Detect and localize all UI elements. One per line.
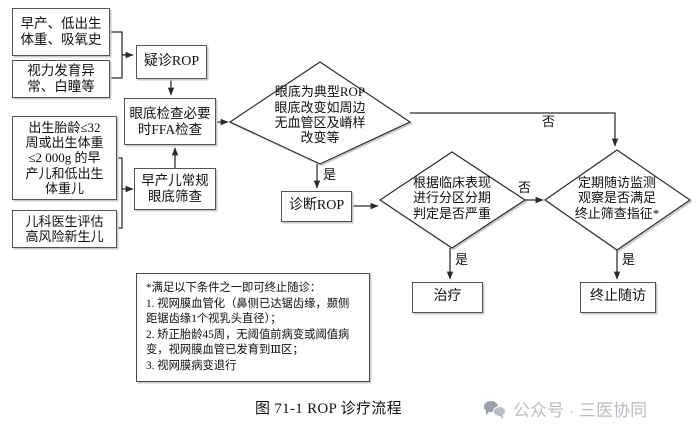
footnote-line-1: 1. 视网膜血管化（鼻侧已达锯齿缘，颞侧距锯齿缘1个视乳头直径）； [146, 297, 350, 326]
node-suspect-rop-label: 疑诊ROP [143, 53, 200, 69]
edge-label-typical-no-text: 否 [542, 114, 556, 129]
decision-severity-label: 根据临床表现 进行分区分期 判定是否严重 [385, 166, 519, 230]
wechat-watermark-text: 公众号 · 三医协同 [513, 401, 648, 420]
node-diagnose-rop: 诊断ROP [281, 191, 352, 222]
decision-typical-rop-label: 眼底为典型ROP 眼底改变如周边 无血管区及嵴样 改变等 [233, 74, 407, 156]
footnote-line-2: 2. 矫正胎龄45周，无阈值前病变或阈值病变，视网膜血管已发育到Ⅲ区； [146, 328, 350, 357]
node-pediatric-assess: 儿科医生评估 高风险新生儿 [12, 210, 117, 248]
edge-label-severity-no: 否 [518, 181, 531, 194]
decision-followup-shape [543, 149, 692, 251]
footnote-box: *满足以下条件之一即可终止随诊： 1. 视网膜血管化（鼻侧已达锯齿缘，颞侧距锯齿… [136, 273, 370, 382]
node-treatment-label: 治疗 [433, 289, 462, 305]
decision-typical-rop-text: 眼底为典型ROP 眼底改变如周边 无血管区及嵴样 改变等 [274, 84, 366, 146]
decision-followup-label: 定期随访监测 观察是否满足 终止筛查指征* [550, 166, 684, 230]
edge-bracket-upper [110, 31, 123, 79]
edge-label-followup-yes: 是 [622, 253, 635, 266]
node-vision-abnormal-label: 视力发育异 常、白瞳等 [27, 63, 95, 94]
node-diagnose-rop-label: 诊断ROP [288, 198, 345, 214]
node-suspect-rop: 疑诊ROP [136, 45, 207, 79]
node-vision-abnormal: 视力发育异 常、白瞳等 [12, 60, 110, 98]
node-gestational-criteria-label: 出生胎龄≤32 周或出生体重 ≤2 000g 的早 产儿和低出生 体重儿 [25, 119, 104, 196]
decision-typical-rop-shape [228, 61, 412, 165]
node-routine-screen: 早产儿常规 眼底筛查 [134, 168, 216, 210]
wechat-watermark: 公众号 · 三医协同 [484, 396, 647, 421]
edge-label-followup-yes-text: 是 [622, 252, 636, 267]
edge-label-severity-yes: 是 [455, 253, 468, 266]
edge-label-typical-no: 否 [542, 115, 555, 128]
edge-label-severity-no-text: 否 [518, 180, 532, 195]
node-treatment: 治疗 [412, 282, 483, 313]
figure-caption-text: 图 71-1 ROP 诊疗流程 [255, 401, 402, 417]
decision-severity-shape [378, 151, 527, 249]
node-gestational-criteria: 出生胎龄≤32 周或出生体重 ≤2 000g 的早 产儿和低出生 体重儿 [12, 116, 117, 200]
footnote-line-3: 3. 视网膜病变退行 [146, 359, 237, 372]
node-stop-followup: 终止随访 [580, 282, 656, 313]
wechat-bubbles-icon [484, 400, 506, 419]
node-pediatric-assess-label: 儿科医生评估 高风险新生儿 [25, 213, 104, 244]
edge-label-typical-yes-text: 是 [323, 167, 337, 182]
footnote-line-0: *满足以下条件之一即可终止随诊： [146, 282, 322, 294]
node-fundus-exam-label: 眼底检查必要 时FFA检查 [129, 105, 211, 137]
node-fundus-exam: 眼底检查必要 时FFA检查 [124, 98, 216, 145]
figure-caption: 图 71-1 ROP 诊疗流程 [255, 397, 402, 418]
decision-followup-text: 定期随访监测 观察是否满足 终止筛查指征* [574, 175, 660, 221]
node-stop-followup-label: 终止随访 [590, 289, 646, 305]
node-risk-history: 早产、低出生 体重、吸氧史 [12, 8, 110, 56]
edge-label-severity-yes-text: 是 [455, 252, 469, 267]
node-routine-screen-label: 早产儿常规 眼底筛查 [141, 173, 209, 204]
edge-decision1-no [410, 112, 619, 147]
edge-label-typical-yes: 是 [323, 168, 336, 181]
decision-severity-text: 根据临床表现 进行分区分期 判定是否严重 [412, 175, 491, 221]
node-risk-history-label: 早产、低出生 体重、吸氧史 [20, 16, 102, 47]
